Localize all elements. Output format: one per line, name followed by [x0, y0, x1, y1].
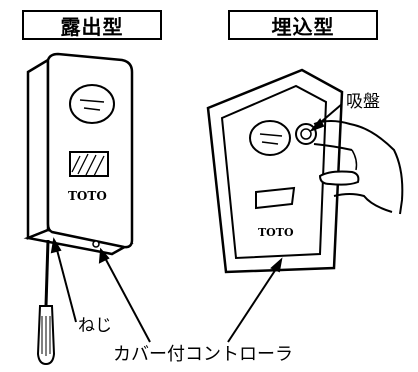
- hand-icon: [313, 120, 404, 215]
- brand-left: TOTO: [68, 189, 107, 203]
- screwdriver-icon: [36, 239, 56, 366]
- suction-cup-icon: [295, 123, 317, 145]
- brand-right: TOTO: [258, 226, 294, 239]
- pointer-lines: [50, 103, 343, 343]
- embedded-controller: [206, 68, 344, 274]
- embedded-type-text: 埋込型: [271, 14, 335, 39]
- screw-label: ねじ: [78, 316, 112, 336]
- suction-cup-label: 吸盤: [346, 92, 380, 112]
- exposed-type-text: 露出型: [60, 14, 124, 39]
- exposed-type-label: 露出型: [22, 10, 162, 40]
- controller-label: カバー付コントローラ: [113, 344, 293, 365]
- embedded-type-label: 埋込型: [228, 10, 378, 40]
- exposed-controller: [23, 52, 134, 256]
